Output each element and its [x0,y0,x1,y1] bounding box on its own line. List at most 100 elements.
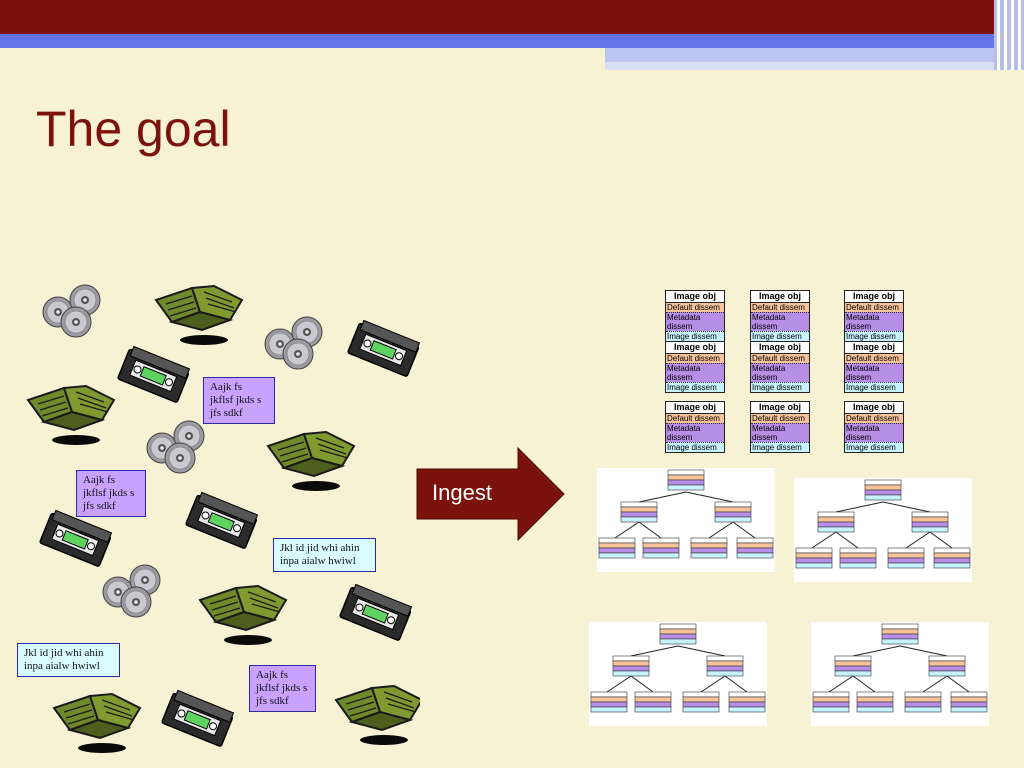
card-row-default: Default dissem [751,414,809,423]
book-icon [199,585,287,646]
book-icon [53,693,141,754]
book-icon [267,431,355,492]
card-row-default: Default dissem [751,303,809,312]
note-card: Aajk fs jkflsf jkds s jfs sdkf [203,377,275,424]
media-collage [27,285,420,754]
mini-object-card [911,511,949,533]
mini-object-card [864,479,902,501]
videotape-icon [160,688,236,748]
card-row-default: Default dissem [845,354,903,363]
card-header: Image obj [751,402,809,414]
card-row-image: Image dissem [751,442,809,452]
card-row-default: Default dissem [666,354,724,363]
card-row-default: Default dissem [666,414,724,423]
mini-object-card [714,501,752,523]
mini-object-card [634,691,672,713]
note-card: Aajk fs jkflsf jkds s jfs sdkf [76,470,146,517]
card-row-metadata: Metadata dissem [751,363,809,382]
cd-stack-icon [103,565,160,617]
mini-object-card [904,691,942,713]
mini-object-card [706,655,744,677]
card-header: Image obj [666,291,724,303]
object-tree-diagram [597,468,775,572]
slide-title: The goal [36,101,231,157]
card-row-metadata: Metadata dissem [666,423,724,442]
card-row-metadata: Metadata dissem [666,312,724,331]
mini-object-card [928,655,966,677]
card-row-image: Image dissem [845,382,903,392]
book-icon [155,285,243,346]
mini-object-card [690,537,728,559]
card-row-image: Image dissem [751,382,809,392]
mini-object-card [598,537,636,559]
mini-object-card [950,691,988,713]
mini-object-card [642,537,680,559]
mini-object-card [887,547,925,569]
card-row-default: Default dissem [845,414,903,423]
card-row-image: Image dissem [751,331,809,341]
card-header: Image obj [751,291,809,303]
mini-object-card [839,547,877,569]
book-icon [27,385,115,446]
mini-object-card [834,655,872,677]
ingest-label: Ingest [432,480,492,505]
mini-object-card [856,691,894,713]
ingest-arrow-icon [416,447,565,541]
cd-stack-icon [147,421,204,473]
videotape-icon [184,490,260,550]
card-header: Image obj [845,291,903,303]
card-header: Image obj [751,342,809,354]
card-header: Image obj [845,402,903,414]
card-row-metadata: Metadata dissem [845,423,903,442]
card-row-image: Image dissem [666,442,724,452]
card-header: Image obj [666,402,724,414]
card-row-default: Default dissem [666,303,724,312]
card-row-image: Image dissem [666,331,724,341]
note-card: Jkl id jid whi ahin inpa aialw hwiwl [17,643,120,677]
header-bar-paleblue [605,62,1005,70]
card-row-metadata: Metadata dissem [751,423,809,442]
mini-object-card [817,511,855,533]
object-tree-diagram [811,622,989,726]
mini-object-card [812,691,850,713]
object-tree-diagram [794,478,972,582]
mini-object-card [590,691,628,713]
card-row-image: Image dissem [845,331,903,341]
mini-object-card [682,691,720,713]
card-row-metadata: Metadata dissem [666,363,724,382]
object-tree-diagram [589,622,767,726]
videotape-icon [38,508,114,568]
card-row-image: Image dissem [845,442,903,452]
note-card: Aajk fs jkflsf jkds s jfs sdkf [249,665,316,712]
mini-object-card [881,623,919,645]
book-icon [335,685,420,746]
card-row-image: Image dissem [666,382,724,392]
videotape-icon [338,582,414,642]
mini-object-card [728,691,766,713]
cd-stack-icon [265,317,322,369]
mini-object-card [612,655,650,677]
card-header: Image obj [666,342,724,354]
mini-object-card [736,537,774,559]
mini-object-card [667,469,705,491]
mini-object-card [659,623,697,645]
card-row-default: Default dissem [845,303,903,312]
mini-object-card [620,501,658,523]
header-bar-lightblue [605,48,1005,62]
card-row-metadata: Metadata dissem [845,312,903,331]
header-bar-blue [0,34,1024,48]
card-row-default: Default dissem [751,354,809,363]
videotape-icon [116,344,192,404]
card-header: Image obj [845,342,903,354]
mini-object-card [933,547,971,569]
note-card: Jkl id jid whi ahin inpa aialw hwiwl [273,538,376,572]
header-stripes [994,0,1024,70]
